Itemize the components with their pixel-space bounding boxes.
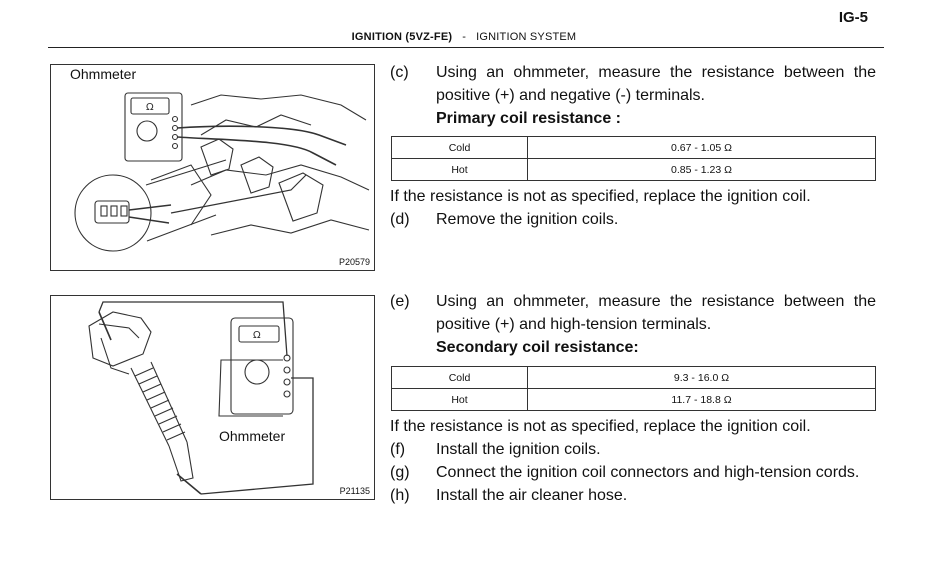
note-replace-coil-1: If the resistance is not as specified, r… bbox=[390, 188, 811, 205]
ohmmeter-label: Ohmmeter bbox=[70, 66, 137, 82]
page-header: IGNITION (5VZ-FE)-IGNITION SYSTEM bbox=[0, 31, 928, 43]
step-letter: (d) bbox=[390, 211, 410, 228]
step-letter: (h) bbox=[390, 487, 410, 504]
step-text: Using an ohmmeter, measure the resistanc… bbox=[436, 293, 876, 333]
step-text: Install the ignition coils. bbox=[436, 441, 601, 458]
header-rule bbox=[48, 47, 884, 48]
steps-f-h: (f) Install the ignition coils. (g) Conn… bbox=[390, 438, 876, 507]
table-row: Hot 0.85 - 1.23 Ω bbox=[391, 158, 876, 181]
coil-ohmmeter-illustration: Ω bbox=[88, 301, 314, 495]
step-letter: (c) bbox=[390, 64, 409, 81]
table-cell-condition: Cold bbox=[391, 366, 528, 389]
step-e: (e) Using an ohmmeter, measure the resis… bbox=[390, 290, 876, 359]
engine-coil-illustration: Ω bbox=[74, 92, 370, 252]
table-cell-condition: Hot bbox=[391, 388, 528, 411]
svg-text:Ω: Ω bbox=[253, 330, 261, 341]
step-text: Remove the ignition coils. bbox=[436, 211, 619, 228]
secondary-resistance-table: Cold 9.3 - 16.0 Ω Hot 11.7 - 18.8 Ω bbox=[391, 366, 876, 411]
step-d: (d) Remove the ignition coils. bbox=[390, 208, 876, 231]
step-letter: (f) bbox=[390, 441, 406, 458]
step-c: (c) Using an ohmmeter, measure the resis… bbox=[390, 61, 876, 130]
primary-coil-heading: Primary coil resistance : bbox=[436, 110, 621, 127]
step-text: Connect the ignition coil connectors and… bbox=[436, 464, 860, 481]
figure-code: P21135 bbox=[339, 486, 370, 496]
table-cell-value: 11.7 - 18.8 Ω bbox=[527, 388, 876, 411]
table-row: Hot 11.7 - 18.8 Ω bbox=[391, 388, 876, 411]
table-cell-condition: Cold bbox=[391, 136, 528, 159]
figure-secondary-coil: Ω Ohmmeter P21135 bbox=[50, 295, 375, 500]
section-title: IGNITION (5VZ-FE) bbox=[351, 31, 453, 43]
table-row: Cold 9.3 - 16.0 Ω bbox=[391, 366, 876, 389]
svg-text:Ω: Ω bbox=[146, 102, 154, 113]
note-replace-coil-2: If the resistance is not as specified, r… bbox=[390, 418, 811, 435]
figure-code: P20579 bbox=[338, 257, 370, 267]
primary-resistance-table: Cold 0.67 - 1.05 Ω Hot 0.85 - 1.23 Ω bbox=[391, 136, 876, 181]
ohmmeter-icon bbox=[230, 317, 294, 415]
header-separator: - bbox=[462, 31, 467, 43]
step-f: (f) Install the ignition coils. bbox=[390, 438, 876, 461]
step-g: (g) Connect the ignition coil connectors… bbox=[390, 461, 876, 484]
step-text: Using an ohmmeter, measure the resistanc… bbox=[436, 64, 876, 104]
figure-primary-coil: Ω Ohmmeter P20579 bbox=[50, 64, 375, 271]
table-cell-value: 0.67 - 1.05 Ω bbox=[527, 136, 876, 159]
step-h: (h) Install the air cleaner hose. bbox=[390, 484, 876, 507]
table-cell-condition: Hot bbox=[391, 158, 528, 181]
subsection-title: IGNITION SYSTEM bbox=[476, 31, 577, 43]
table-cell-value: 0.85 - 1.23 Ω bbox=[527, 158, 876, 181]
table-row: Cold 0.67 - 1.05 Ω bbox=[391, 136, 876, 159]
page-number: IG-5 bbox=[838, 9, 868, 26]
ohmmeter-label: Ohmmeter bbox=[219, 428, 286, 444]
step-letter: (g) bbox=[390, 464, 410, 481]
table-cell-value: 9.3 - 16.0 Ω bbox=[527, 366, 876, 389]
secondary-coil-heading: Secondary coil resistance: bbox=[436, 339, 639, 356]
step-text: Install the air cleaner hose. bbox=[436, 487, 628, 504]
step-letter: (e) bbox=[390, 293, 410, 310]
